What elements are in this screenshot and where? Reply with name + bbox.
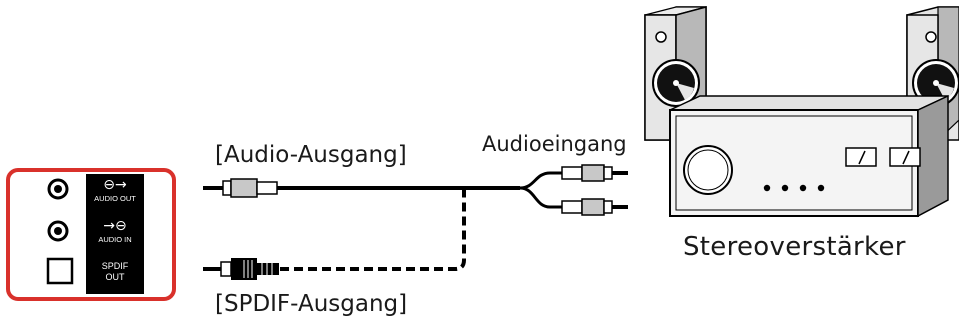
audio-in-port-label: AUDIO IN <box>98 235 132 244</box>
audio-out-port-label: AUDIO OUT <box>94 194 136 203</box>
rear-panel <box>6 168 176 301</box>
amplifier-icon <box>669 94 949 218</box>
spdif-port-icon <box>46 257 74 285</box>
spdif-label-line1: SPDIF <box>101 261 129 271</box>
rca-plug-upper-icon <box>561 164 628 182</box>
audio-out-glyph-icon: ⊖→ <box>103 177 127 193</box>
spdif-port-label: SPDIF OUT <box>86 261 144 283</box>
level-meter-icon <box>889 147 921 167</box>
audio-output-label: [Audio-Ausgang] <box>215 142 407 168</box>
optical-plug-icon <box>203 258 279 280</box>
rca-plug-left-icon <box>203 178 278 198</box>
spdif-cable <box>203 190 466 280</box>
level-meter-icon <box>845 147 877 167</box>
audio-in-jack-icon <box>47 220 69 242</box>
audio-out-jack-icon <box>47 178 69 200</box>
rca-plug-lower-icon <box>561 198 628 216</box>
spdif-output-label: [SPDIF-Ausgang] <box>215 291 408 317</box>
audio-in-glyph-icon: →⊖ <box>103 218 127 234</box>
amplifier-label: Stereoverstärker <box>683 232 906 262</box>
rca-cable <box>203 164 628 216</box>
panel-black-strip <box>86 174 144 294</box>
spdif-label-line2: OUT <box>105 272 125 282</box>
audio-input-label: Audioeingang <box>482 132 627 156</box>
